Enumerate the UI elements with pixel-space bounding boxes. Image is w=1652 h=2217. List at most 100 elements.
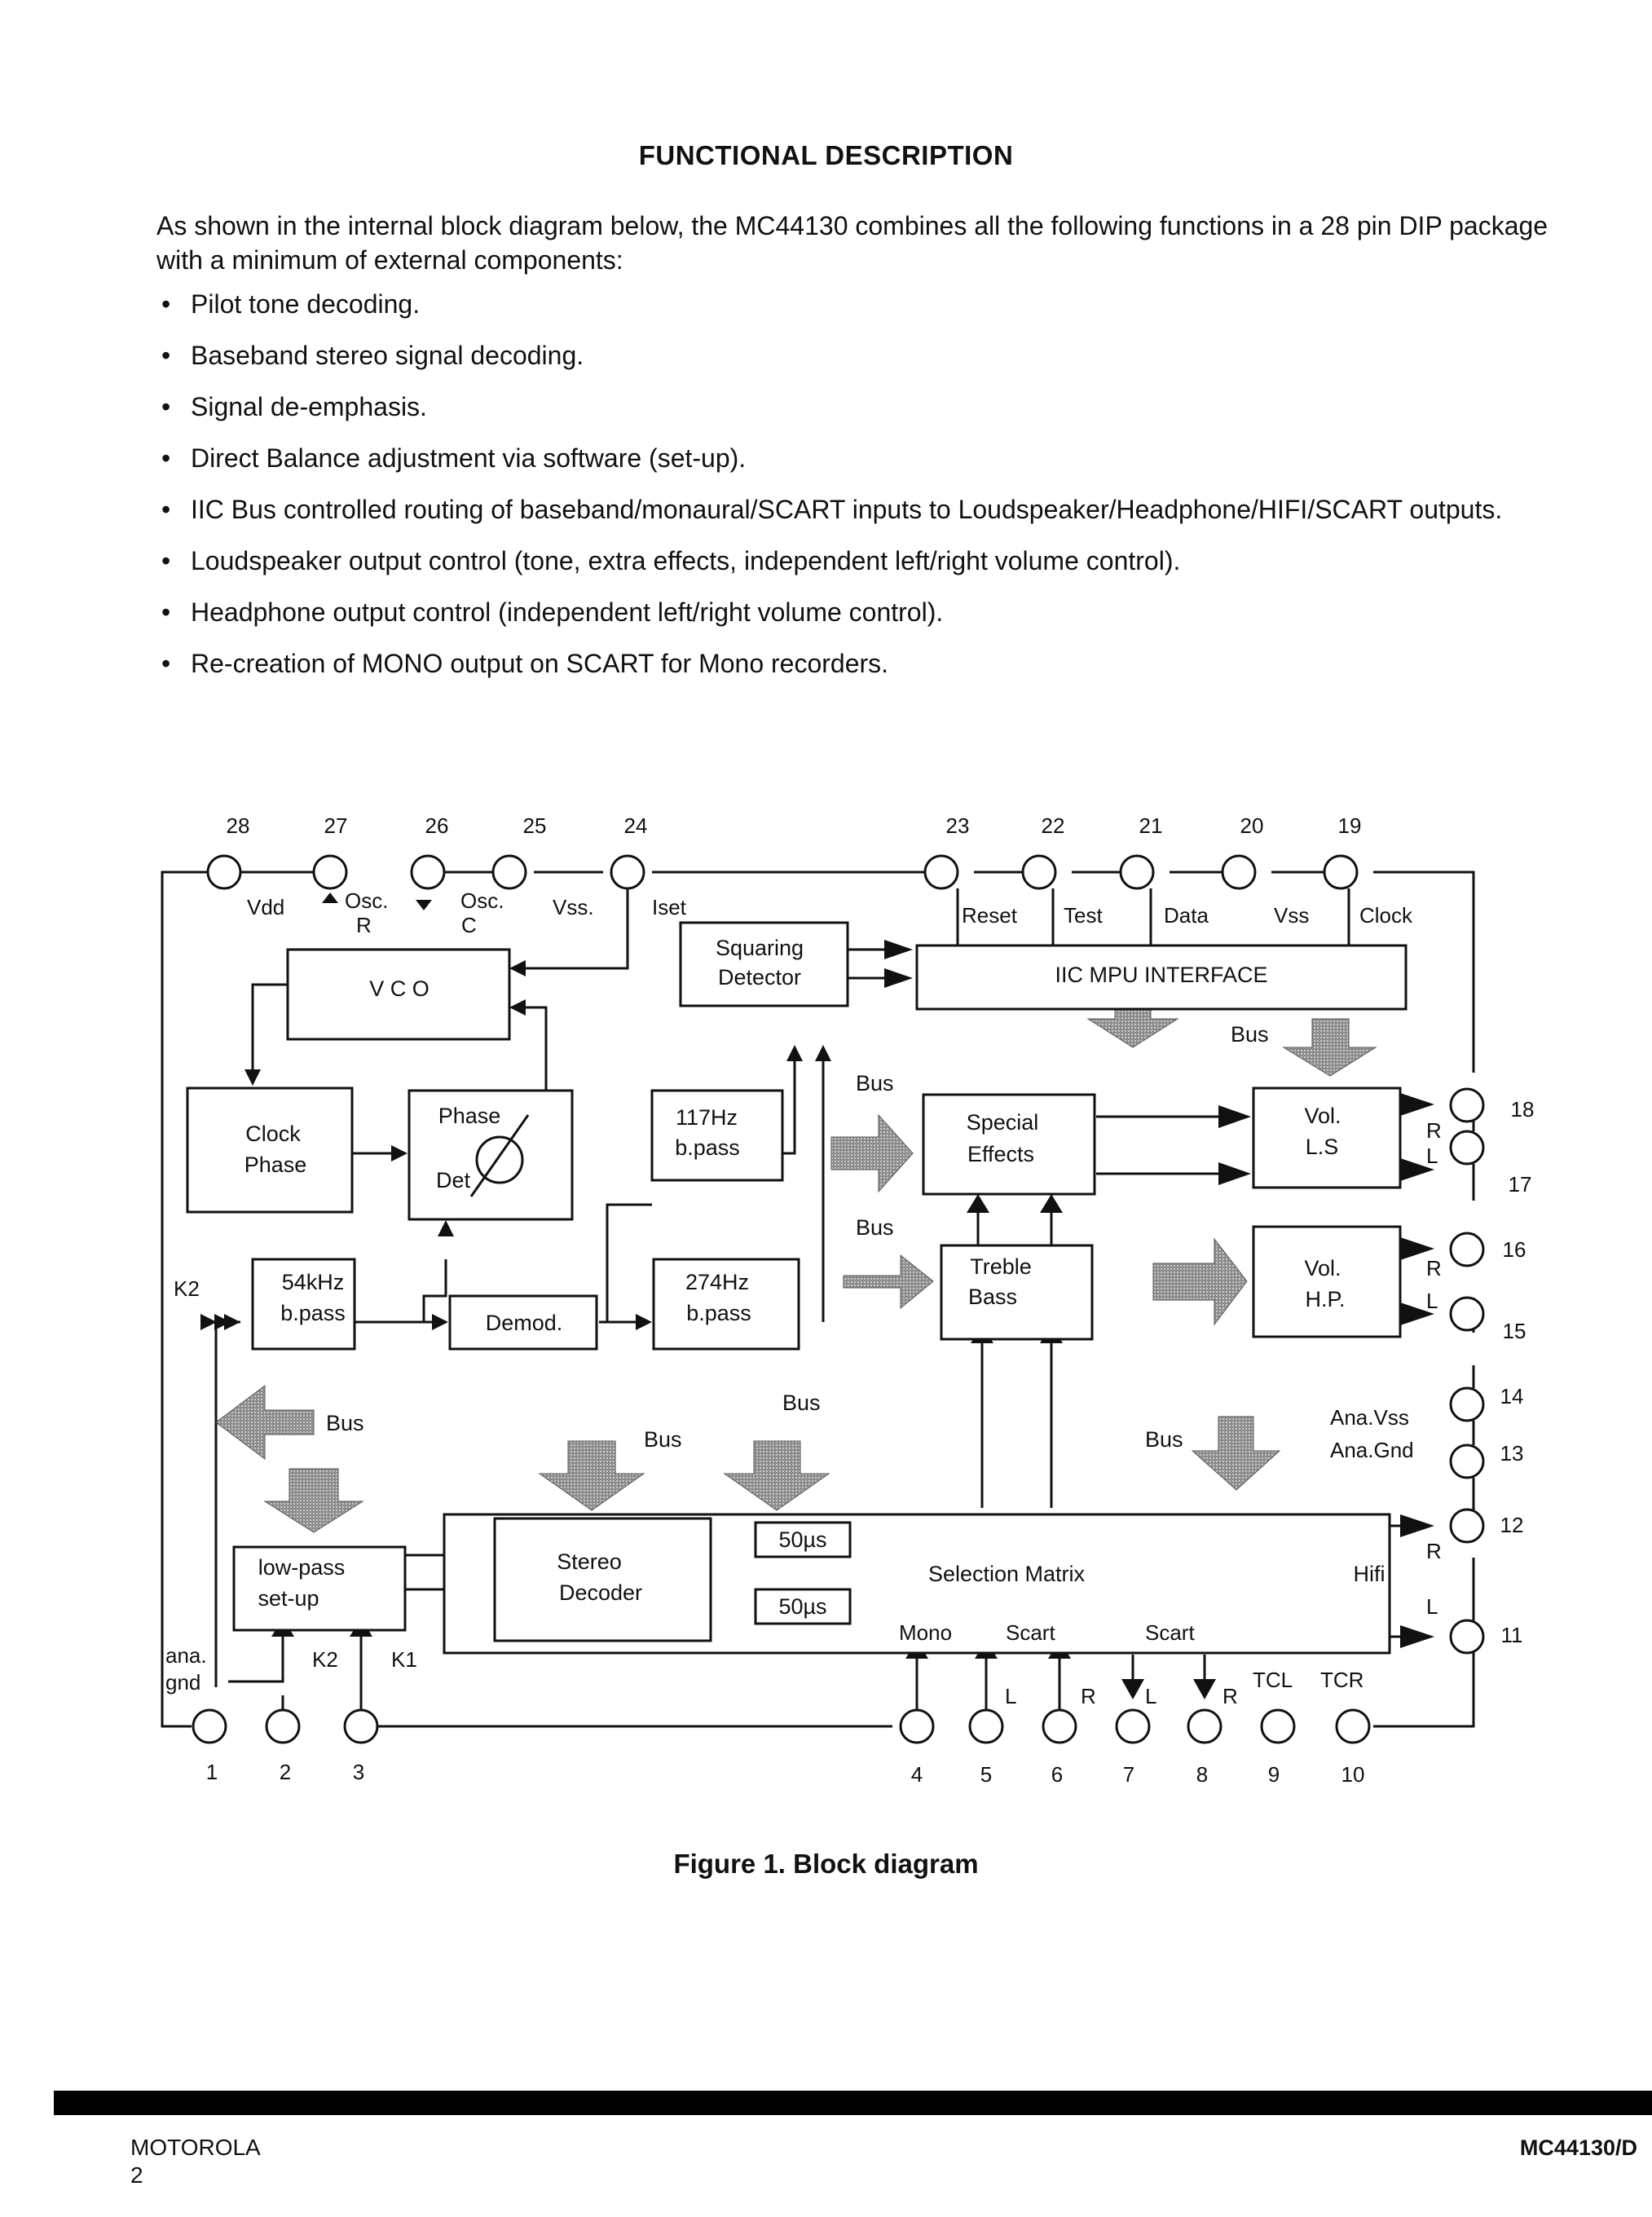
- pin-number: 10: [1341, 1762, 1365, 1787]
- squaring-label: Detector: [718, 965, 801, 989]
- bus-labels: Bus Bus Bus Bus Bus Bus Bus: [326, 1022, 1269, 1452]
- vol-hp-label: Vol.: [1304, 1256, 1341, 1280]
- pin-number: 26: [425, 813, 449, 838]
- bus-label: Bus: [782, 1391, 821, 1415]
- intro-paragraph: As shown in the internal block diagram b…: [156, 211, 1548, 275]
- pin-label-l: L: [1426, 1144, 1438, 1168]
- pin-9: [1260, 1708, 1296, 1744]
- bus-label: Bus: [326, 1411, 364, 1435]
- feature-item: •Headphone output control (independent l…: [156, 595, 1558, 629]
- pin-label-l: L: [1145, 1684, 1156, 1708]
- vol-hp-label: H.P.: [1305, 1287, 1345, 1311]
- pin-18: [1449, 1087, 1485, 1123]
- clock-phase-label: Phase: [244, 1153, 307, 1177]
- pin-21: [1119, 854, 1155, 890]
- squaring-detector-block: [679, 921, 849, 1007]
- demod-label: Demod.: [486, 1311, 563, 1335]
- pin-label-osc-c: C: [461, 913, 477, 937]
- lowpass-label: set-up: [258, 1586, 319, 1611]
- filter-117-label: 117Hz: [676, 1105, 738, 1130]
- footer-company: MOTOROLA: [130, 2135, 261, 2160]
- bus-arrow-down: [1282, 1018, 1377, 1077]
- bus-arrow-right: [843, 1254, 934, 1310]
- filter-274-label: 274Hz: [685, 1270, 749, 1294]
- pin-27: [312, 854, 348, 890]
- footer-rule: [54, 2091, 1652, 2115]
- deemph-label: 50µs: [778, 1527, 826, 1552]
- hifi-label: Hifi: [1354, 1562, 1385, 1586]
- pin-17: [1449, 1130, 1485, 1166]
- vol-ls-label: L.S: [1306, 1135, 1339, 1159]
- pin-number: 9: [1268, 1762, 1280, 1787]
- pin-number: 19: [1338, 813, 1362, 838]
- bus-label: Bus: [1231, 1022, 1269, 1047]
- deemph-block-top: [754, 1521, 852, 1558]
- pin-25: [491, 854, 527, 890]
- pin-24: [610, 854, 645, 890]
- pin-label-clock: Clock: [1359, 903, 1413, 928]
- pin-7: [1115, 1708, 1151, 1744]
- squaring-label: Squaring: [716, 936, 804, 960]
- pin-number: 8: [1196, 1762, 1208, 1787]
- pin-label-l: L: [1005, 1684, 1016, 1708]
- bullet-icon: •: [161, 649, 171, 678]
- filter-274-block: [652, 1258, 800, 1351]
- pin-13: [1449, 1443, 1485, 1479]
- pin-label-r: R: [1426, 1539, 1442, 1563]
- pin-number: 18: [1511, 1097, 1535, 1122]
- pin-10: [1335, 1708, 1371, 1744]
- stereo-decoder-block: [493, 1517, 712, 1642]
- pin-28: [206, 854, 242, 890]
- pin-label-r: R: [1426, 1256, 1442, 1280]
- pin-label-scart: Scart: [1145, 1620, 1195, 1645]
- treble-bass-label: Bass: [968, 1285, 1017, 1309]
- bullet-icon: •: [161, 495, 171, 524]
- clock-phase-block: [186, 1086, 354, 1214]
- treble-bass-label: Treble: [970, 1254, 1032, 1279]
- phase-det-block: [407, 1089, 574, 1221]
- pin-label-tcl: TCL: [1253, 1668, 1293, 1692]
- filter-54k-block: [251, 1258, 356, 1351]
- block-labels: V C O Squaring Detector IIC MPU INTERFAC…: [244, 936, 1385, 1619]
- pin-12: [1449, 1508, 1485, 1544]
- iic-block: [915, 944, 1408, 1011]
- deemph-label: 50µs: [778, 1594, 826, 1619]
- bullet-icon: •: [161, 341, 171, 370]
- pin-1: [192, 1708, 227, 1744]
- pin-label-scart: Scart: [1006, 1620, 1055, 1645]
- pins: [192, 854, 1485, 1744]
- pin-label-test: Test: [1064, 903, 1103, 928]
- pin-label-data: Data: [1164, 903, 1209, 928]
- pin-label-vss: Vss: [1274, 903, 1309, 928]
- footer-page-number: 2: [130, 2162, 143, 2188]
- special-effects-label: Effects: [967, 1142, 1034, 1166]
- filter-54k-label: 54kHz: [282, 1270, 345, 1294]
- pin-label-ana-gnd: Ana.Gnd: [1330, 1438, 1414, 1462]
- pin-number: 7: [1123, 1762, 1134, 1787]
- pin-number: 21: [1139, 813, 1163, 838]
- pin-16: [1449, 1232, 1485, 1267]
- selection-matrix-label: Selection Matrix: [928, 1562, 1086, 1586]
- bullet-icon: •: [161, 443, 171, 473]
- pin-3: [343, 1708, 379, 1744]
- deemph-block-bottom: [754, 1588, 852, 1625]
- bus-arrow-right: [830, 1113, 914, 1193]
- pin-number: 11: [1501, 1623, 1523, 1647]
- pin-label-reset: Reset: [962, 903, 1018, 928]
- pin-15: [1449, 1296, 1485, 1332]
- pin-number: 15: [1503, 1319, 1526, 1343]
- vol-hp-block: [1252, 1225, 1402, 1338]
- bus-arrow-left: [215, 1385, 315, 1460]
- bus-arrow-down: [538, 1440, 645, 1511]
- demod-block: [448, 1294, 598, 1351]
- iic-label: IIC MPU INTERFACE: [1055, 963, 1267, 987]
- pin-label-r: R: [1081, 1684, 1096, 1708]
- pin-number: 6: [1051, 1762, 1063, 1787]
- pin-labels: Vdd Osc. R Osc. C Vss. Iset Reset Test D…: [165, 888, 1442, 1708]
- pin-number: 5: [980, 1762, 992, 1787]
- bullet-icon: •: [161, 289, 171, 319]
- pin-label-vss: Vss.: [553, 895, 594, 919]
- pin-label-vdd: Vdd: [247, 895, 284, 919]
- pin-label-r: R: [1222, 1684, 1238, 1708]
- pin-number: 2: [280, 1760, 291, 1784]
